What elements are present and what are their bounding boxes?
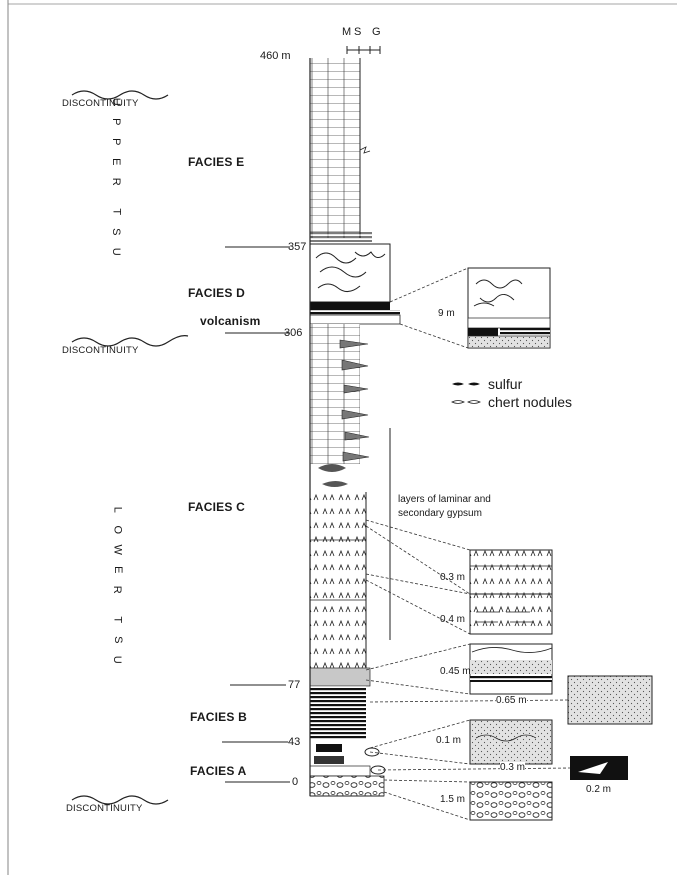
detail-facies-c-3 — [470, 644, 552, 694]
detail-facies-a-3 — [470, 782, 552, 820]
detail-facies-b — [568, 676, 652, 724]
thickness-0-65m-label: 0.65 m — [496, 695, 527, 706]
detail-facies-c-1 — [470, 550, 552, 594]
height-43-label: 43 — [288, 736, 300, 748]
scale-m-label: M — [342, 26, 351, 38]
height-357-label: 357 — [288, 241, 306, 253]
facies-d-label: FACIES D — [188, 286, 245, 300]
legend-sulfur-label: sulfur — [488, 376, 522, 392]
detail-facies-c-2 — [470, 594, 552, 634]
thickness-1-5m-label: 1.5 m — [440, 794, 465, 805]
thickness-0-1m-label: 0.1 m — [436, 735, 461, 746]
height-460-label: 460 m — [260, 50, 291, 62]
discontinuity-label-middle: DISCONTINUITY — [62, 345, 139, 356]
discontinuity-markers — [72, 91, 188, 804]
thickness-9m-label: 9 m — [438, 308, 455, 319]
detail-facies-a-1 — [470, 720, 552, 764]
thickness-0-2m-label: 0.2 m — [586, 784, 611, 795]
facies-e-label: FACIES E — [188, 155, 244, 169]
discontinuity-label-bottom: DISCONTINUITY — [66, 803, 143, 814]
scale-g-label: G — [372, 26, 381, 38]
grain-size-scale — [347, 46, 380, 54]
scale-s-label: S — [354, 26, 361, 38]
facies-a-label: FACIES A — [190, 764, 247, 778]
legend-symbols — [452, 383, 480, 404]
discontinuity-label-top: DISCONTINUITY — [62, 98, 139, 109]
facies-b-label: FACIES B — [190, 710, 247, 724]
facies-c-label: FACIES C — [188, 500, 245, 514]
gypsum-note-line-1: layers of laminar and — [398, 494, 491, 505]
legend-chert-label: chert nodules — [488, 394, 572, 410]
thickness-0-3m-label: 0.3 m — [440, 572, 465, 583]
gypsum-note-line-2: secondary gypsum — [398, 508, 482, 519]
height-306-label: 306 — [284, 327, 302, 339]
height-0-label: 0 — [292, 776, 298, 788]
detail-facies-a-2 — [570, 756, 628, 780]
thickness-0-3m-a-label: 0.3 m — [500, 762, 525, 773]
lithologic-column — [310, 58, 400, 796]
detail-facies-d — [468, 268, 550, 348]
thickness-0-4m-label: 0.4 m — [440, 614, 465, 625]
thickness-0-45m-label: 0.45 m — [440, 666, 471, 677]
volcanism-label: volcanism — [200, 314, 261, 328]
height-77-label: 77 — [288, 679, 300, 691]
